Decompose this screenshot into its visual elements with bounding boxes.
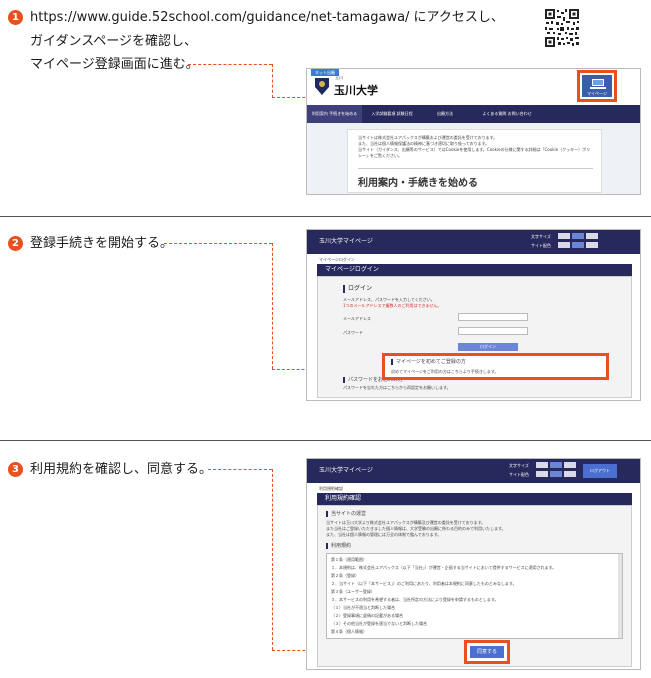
first-time-link[interactable]: 初めてマイページをご利用の方はこちらより手続きします。 <box>391 369 499 374</box>
color-white-button[interactable] <box>536 471 548 477</box>
color-label: サイト配色 <box>509 472 529 477</box>
login-heading: ログイン <box>343 285 372 293</box>
first-time-highlight-box: マイページを初めてご登録の方 初めてマイページをご利用の方はこちらより手続きしま… <box>382 353 609 380</box>
font-size-label: 文字サイズ <box>509 463 529 468</box>
agree-highlight-box: 同意する <box>464 640 510 664</box>
laptop-icon <box>590 79 606 89</box>
font-small-button[interactable] <box>536 462 548 468</box>
notice-text-2: また、当社は個人情報保護法の精神に基づき適切に取り扱っております。 <box>358 141 490 146</box>
font-small-button[interactable] <box>558 233 570 239</box>
password-label: パスワード <box>343 330 363 335</box>
nav-tab-faq[interactable]: よくある質問 お問い合わせ <box>482 111 532 116</box>
step-number-1: 1 <box>8 10 23 25</box>
step-number-3: 3 <box>8 462 23 477</box>
connector-line <box>272 469 273 650</box>
screenshot-guidance-page: ネット出願 玉川 玉川大学 マイページ 利用案内 手続きを始める 入学試験要項 … <box>306 68 641 195</box>
email-label: メールアドレス <box>343 316 371 321</box>
university-name: 玉川大学 <box>334 84 378 97</box>
connector-line <box>272 64 273 98</box>
section-divider <box>0 216 651 217</box>
first-time-heading: マイページを初めてご登録の方 <box>391 359 466 365</box>
content-area: 当サイトは株式会社ユアパックスが構築および運営の委託を受けております。 また、当… <box>307 123 640 194</box>
page-heading: 利用案内・手続きを始める <box>358 178 478 189</box>
mypage-header: 玉川大学マイページ 文字サイズ サイト配色 <box>307 230 640 254</box>
mypage-header: 玉川大学マイページ 文字サイズ サイト配色 ログアウト <box>307 459 640 483</box>
step-1-text-2: ガイダンスページを確認し、 <box>30 34 198 49</box>
page-title-bar: マイページログイン <box>317 264 632 276</box>
login-description: メールアドレス、パスワードを入力してください。 <box>343 297 435 302</box>
connector-line <box>188 64 272 65</box>
notice-card: 当サイトは株式会社ユアパックスが構築および運営の委託を受けております。 また、当… <box>347 129 602 193</box>
color-white-button[interactable] <box>558 242 570 248</box>
font-large-button[interactable] <box>564 462 576 468</box>
forgot-heading: パスワードをお忘れの方 <box>343 377 403 383</box>
nav-bar: 利用案内 手続きを始める 入学試験要項 試験日程 出願方法 よくある質問 お問い… <box>307 105 640 123</box>
section-divider <box>0 440 651 441</box>
connector-line <box>164 243 272 244</box>
terms-line: 第４条（個人情報） <box>331 629 367 634</box>
color-blue-button[interactable] <box>572 242 584 248</box>
font-medium-button[interactable] <box>572 233 584 239</box>
qr-code-icon <box>544 8 580 48</box>
mypage-button[interactable]: マイページ <box>582 75 612 97</box>
step-1-text-3: マイページ登録画面に進む。 <box>30 57 199 72</box>
terms-line: （２）登録事項に虚偽の記載がある場合 <box>331 613 403 618</box>
mypage-highlight-box: マイページ <box>577 70 617 102</box>
university-small-label: 玉川 <box>335 75 343 80</box>
terms-line: 第２条（登録） <box>331 573 359 578</box>
forgot-description[interactable]: パスワードを忘れた方はこちらから再設定をお願いします。 <box>343 385 451 390</box>
font-size-label: 文字サイズ <box>531 234 551 239</box>
notice-text-1: 当サイトは株式会社ユアパックスが構築および運営の委託を受けております。 <box>358 135 498 140</box>
operation-text-2: また当社はご登録いただきました個人情報は、大学受験の出願に係わる目的のみで利用い… <box>326 526 506 531</box>
logout-button[interactable]: ログアウト <box>583 464 617 478</box>
header-title: 玉川大学マイページ <box>319 238 373 245</box>
notice-text-3: 当サイト（ガイダンス、出願等のサービス）ではCookieを使用します。Cooki… <box>358 147 591 158</box>
divider <box>358 168 593 169</box>
page-title: マイページログイン <box>325 266 379 273</box>
section-heading-operation: 当サイトの運営 <box>326 511 366 517</box>
color-dark-button[interactable] <box>586 242 598 248</box>
screenshot-login-page: 玉川大学マイページ 文字サイズ サイト配色 マイページログイン マイページログイ… <box>306 229 641 401</box>
screenshot-terms-page: 玉川大学マイページ 文字サイズ サイト配色 ログアウト 利用規約確認 利用規約確… <box>306 458 641 670</box>
terms-line: （３）その他当社が登録を適当でないと判断した場合 <box>331 621 427 626</box>
login-warning: 1つのメールアドレスで複数人のご利用はできません。 <box>343 303 442 308</box>
section-heading-terms: 利用規約 <box>326 543 351 549</box>
connector-line <box>208 469 272 470</box>
password-input[interactable] <box>458 327 528 335</box>
terms-line: （１）当社が不適当と判断した場合 <box>331 605 395 610</box>
operation-text-3: また、当社は個人情報の管理には万全の体制で臨んでおります。 <box>326 532 442 537</box>
agree-button[interactable]: 同意する <box>470 646 504 658</box>
color-blue-button[interactable] <box>550 471 562 477</box>
color-label: サイト配色 <box>531 243 551 248</box>
breadcrumb: 利用規約確認 <box>319 486 343 491</box>
nav-tab-guide[interactable]: 利用案内 手続きを始める <box>307 105 362 123</box>
terms-line: ２．当サイト（以下「本サービス」）のご利用にあたり、利用者は本規約に同意したもの… <box>331 581 517 586</box>
step-1-url-text: https://www.guide.52school.com/guidance/… <box>30 10 504 25</box>
scrollbar[interactable] <box>618 554 622 638</box>
header-title: 玉川大学マイページ <box>319 467 373 474</box>
login-button[interactable]: ログイン <box>458 343 518 351</box>
page-title-bar: 利用規約確認 <box>317 493 632 505</box>
terms-line: 第３条（ユーザー登録） <box>331 589 375 594</box>
step-2-text: 登録手続きを開始する。 <box>30 236 174 251</box>
terms-scroll-box[interactable]: 第１条（適用範囲） １．本規約は、株式会社ユアパックス（以下「当社」）が運営・企… <box>326 553 623 639</box>
terms-line: ３．本サービスの利用を希望する者は、当社所定の方法により登録を申請するものとしま… <box>331 597 499 602</box>
nav-tab-exam[interactable]: 入学試験要項 試験日程 <box>371 111 413 116</box>
breadcrumb: マイページログイン <box>319 257 355 262</box>
email-input[interactable] <box>458 313 528 321</box>
net-badge: ネット出願 <box>311 69 339 76</box>
connector-line <box>272 243 273 369</box>
font-large-button[interactable] <box>586 233 598 239</box>
font-medium-button[interactable] <box>550 462 562 468</box>
color-dark-button[interactable] <box>564 471 576 477</box>
step-3-text: 利用規約を確認し、同意する。 <box>30 462 213 477</box>
nav-tab-apply[interactable]: 出願方法 <box>437 111 453 116</box>
university-logo-icon <box>314 77 330 95</box>
step-number-2: 2 <box>8 236 23 251</box>
terms-line: １．本規約は、株式会社ユアパックス（以下「当社」）が運営・企画する当サイトにおい… <box>331 565 557 570</box>
page-title: 利用規約確認 <box>325 495 362 502</box>
terms-line: 第１条（適用範囲） <box>331 557 367 562</box>
mypage-button-label: マイページ <box>587 91 607 96</box>
operation-text-1: 当サイトは玉川大学より株式会社ユアパックスが構築及び運営の委託を受けております。 <box>326 520 486 525</box>
